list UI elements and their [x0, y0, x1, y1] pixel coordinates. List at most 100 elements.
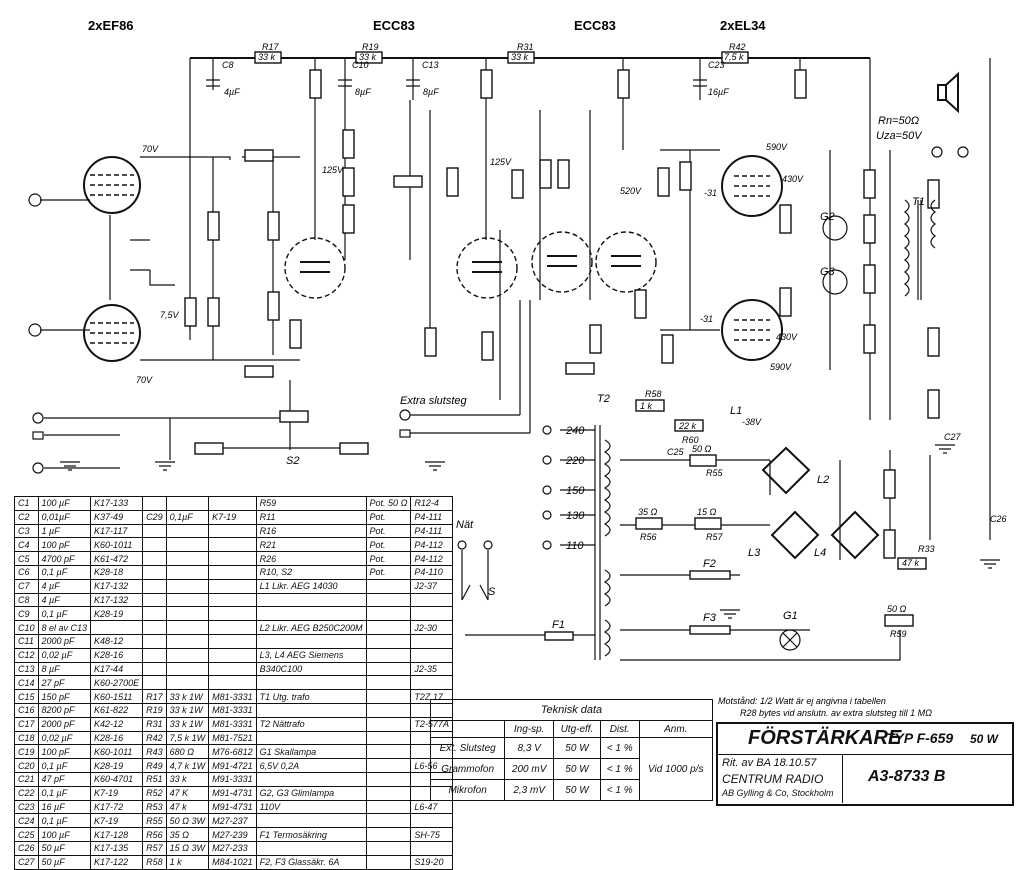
tube-ecc83-1b [456, 237, 518, 299]
label-f2: F2 [703, 558, 716, 570]
value-r60: 22 k [678, 421, 697, 431]
title-power: 50 W [970, 732, 999, 746]
parts-cell: Pot. [365, 537, 412, 553]
resistor-r45 [863, 214, 876, 244]
resistor-r13 [289, 319, 302, 349]
tech-cell: < 1 % [599, 737, 640, 759]
parts-cell [208, 606, 257, 622]
label-r57: R57 [706, 532, 724, 542]
resistor-r7 [194, 442, 224, 455]
tube-el34-upper [721, 155, 783, 217]
parts-cell: 680 Ω [165, 744, 210, 760]
tech-cell: Ext. Slutsteg [429, 737, 506, 759]
resistor-r19 [355, 51, 383, 64]
label-t1: T1 [912, 196, 925, 208]
label-nat: Nät [456, 519, 474, 531]
parts-cell [208, 647, 257, 663]
parts-cell [365, 578, 412, 594]
parts-cell: 27 pF [37, 675, 92, 691]
parts-cell: M81-3331 [208, 716, 257, 732]
speaker-impedance: Rn=50Ω [878, 115, 919, 127]
resistor-r20 [342, 129, 355, 159]
label-r59: R59 [890, 629, 907, 639]
note-line-1: Motstånd: 1/2 Watt är ej angivna i tabel… [718, 696, 886, 706]
parts-cell: 1 k [165, 854, 210, 870]
parts-cell: R21 [255, 537, 367, 553]
parts-cell: M81-3331 [208, 702, 257, 718]
resistor-r36 [634, 289, 647, 319]
speaker-terminal-icon [931, 146, 943, 158]
parts-cell: R26 [255, 551, 367, 566]
parts-cell [255, 771, 367, 787]
title-type: TYP F-659 [886, 730, 954, 746]
parts-cell: K17-128 [90, 827, 144, 842]
parts-cell: L6-47 [410, 799, 453, 815]
resistor-r46 [863, 264, 876, 294]
resistor-r4 [184, 297, 197, 327]
parts-cell: P4-111 [410, 523, 453, 539]
parts-cell [165, 564, 210, 580]
glow-lamp-g3 [822, 269, 848, 295]
parts-cell: 100 µF [37, 496, 92, 511]
tube-ef86-upper [83, 156, 141, 214]
parts-cell: M27-237 [208, 813, 257, 829]
label-g2: G2 [820, 211, 835, 223]
parts-cell: 16 µF [37, 799, 92, 815]
label-l2: L2 [817, 474, 829, 486]
parts-cell: C4 [14, 537, 39, 553]
parts-cell [365, 620, 412, 635]
parts-cell: C3 [14, 523, 39, 539]
value-r17: 33 k [258, 52, 276, 62]
output-transformer-t1 [904, 199, 936, 300]
pilot-lamp-g1 [779, 629, 801, 651]
tap-110: 110 [566, 540, 584, 552]
title-company: CENTRUM RADIO [722, 772, 824, 786]
tech-header: Anm. [638, 720, 714, 738]
voltage-label: 430V [782, 174, 804, 184]
parts-cell: Pot. [365, 509, 412, 525]
tube-ecc83-1a [284, 237, 346, 299]
parts-cell: M81-7521 [208, 730, 257, 746]
tap-240: 240 [565, 425, 585, 437]
parts-cell: C2 [14, 509, 39, 525]
parts-cell [365, 647, 412, 663]
parts-cell: R43 [142, 744, 167, 760]
schematic-diagram: 2xEF86 ECC83 ECC83 2xEL34 R17 33 k R19 3… [28, 18, 1007, 718]
parts-cell [208, 564, 257, 580]
parts-cell: 0,02 µF [37, 730, 92, 746]
parts-cell [165, 523, 210, 539]
parts-cell [208, 551, 257, 566]
value-c13: 8µF [423, 87, 439, 97]
tube-label-ecc83-2: ECC83 [574, 18, 616, 33]
tech-header: Utg-eff. [553, 720, 601, 738]
fuse-f2 [689, 570, 731, 580]
parts-cell: C11 [14, 633, 39, 649]
parts-cell: C6 [14, 564, 39, 580]
voltage-label: 520V [620, 186, 642, 196]
parts-cell: 47 k [165, 799, 210, 815]
tube-label-el34: 2xEL34 [720, 18, 766, 33]
parts-cell [365, 689, 412, 704]
parts-cell [142, 647, 167, 663]
parts-cell: R12-4 [410, 496, 453, 511]
resistor-r51 [883, 469, 896, 499]
parts-cell: K60-1011 [90, 537, 144, 553]
parts-cell: K7-19 [208, 509, 257, 525]
label-r42: R42 [729, 42, 746, 52]
parts-cell: K28-18 [90, 564, 144, 580]
parts-cell [208, 537, 257, 553]
parts-cell [365, 606, 412, 622]
parts-cell: 8 el av C13 [37, 620, 92, 635]
parts-cell: 2000 pF [37, 716, 92, 732]
parts-cell [142, 578, 167, 594]
parts-cell: G1 Skallampa [255, 744, 367, 760]
value-r42: 7,5 k [724, 52, 744, 62]
input-jack-icon [32, 431, 44, 440]
parts-cell: R17 [142, 689, 167, 704]
resistor-r31 [507, 51, 535, 64]
